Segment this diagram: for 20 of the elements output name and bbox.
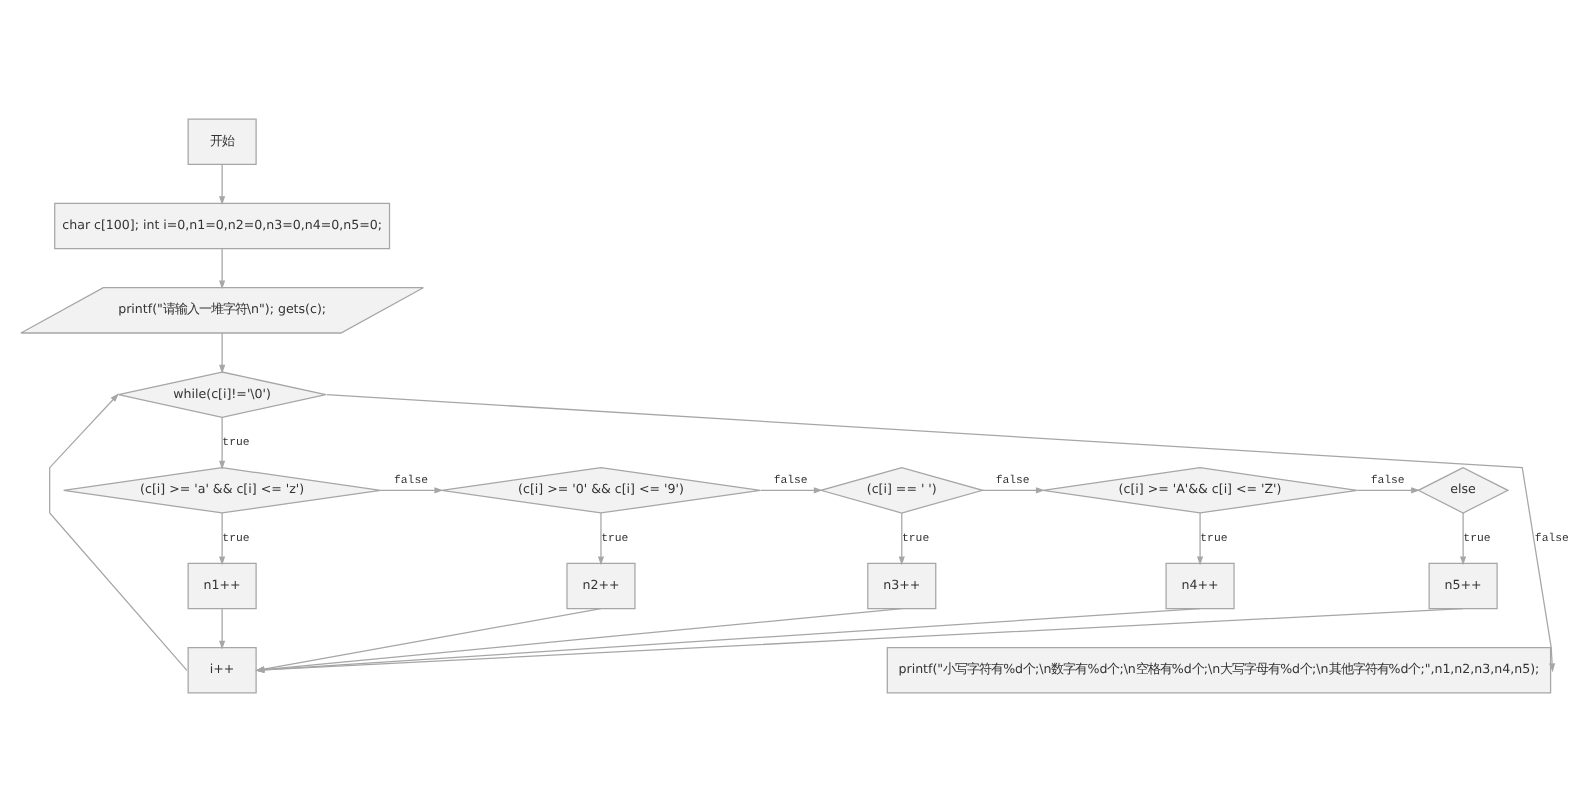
arrow bbox=[255, 608, 903, 673]
arrow bbox=[255, 608, 1201, 673]
arrow bbox=[255, 608, 602, 673]
arrow bbox=[219, 248, 226, 290]
arrow bbox=[219, 416, 226, 470]
arrow bbox=[49, 393, 188, 671]
arrow bbox=[379, 487, 444, 494]
arrow bbox=[1197, 512, 1204, 566]
arrow bbox=[325, 394, 1556, 673]
arrow bbox=[760, 487, 823, 494]
arrow bbox=[255, 608, 1464, 674]
arrow bbox=[898, 512, 905, 566]
arrow bbox=[981, 487, 1045, 494]
arrow bbox=[1356, 487, 1420, 494]
arrow bbox=[219, 608, 226, 650]
arrow bbox=[219, 512, 226, 566]
arrow bbox=[219, 332, 226, 374]
arrow bbox=[1460, 512, 1467, 566]
arrow bbox=[597, 512, 605, 566]
arrow bbox=[219, 163, 226, 206]
